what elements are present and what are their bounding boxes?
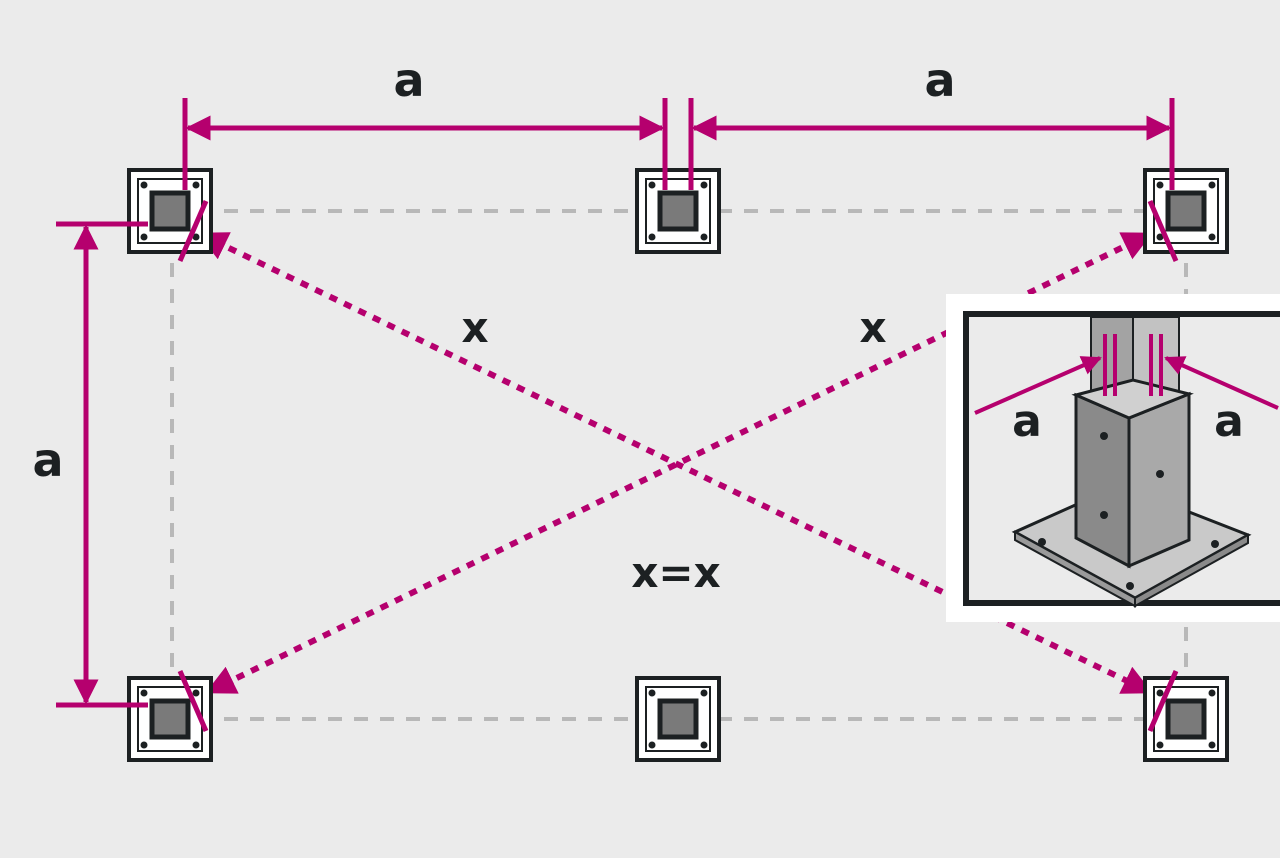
- diagonal-x-label-left: x: [461, 303, 488, 352]
- top-dimension: [182, 98, 1175, 190]
- left-a-label: a: [32, 433, 63, 487]
- top-left-a-label: a: [393, 53, 424, 107]
- inset-left-arrow: [974, 356, 1102, 415]
- inset-a-label-left: a: [1012, 396, 1042, 447]
- top-right-a-label: a: [924, 53, 955, 107]
- equation-label: x=x: [631, 548, 720, 597]
- post-base-top-right: [1145, 170, 1227, 252]
- inset-closeup-panel: a a: [946, 294, 1280, 622]
- post-base-top-left: [129, 170, 211, 252]
- post-base-bottom-middle: [637, 678, 719, 760]
- diagonal-x-label-right: x: [859, 303, 886, 352]
- post-base-top-middle: [637, 170, 719, 252]
- left-dimension: [56, 221, 148, 708]
- inset-a-label-right: a: [1214, 396, 1244, 447]
- inset-measure-marks: [974, 334, 1279, 415]
- post-anchor-closeup-icon: [1011, 316, 1252, 608]
- inset-right-arrow: [1164, 356, 1279, 410]
- corner-tick-marks: [177, 200, 1179, 732]
